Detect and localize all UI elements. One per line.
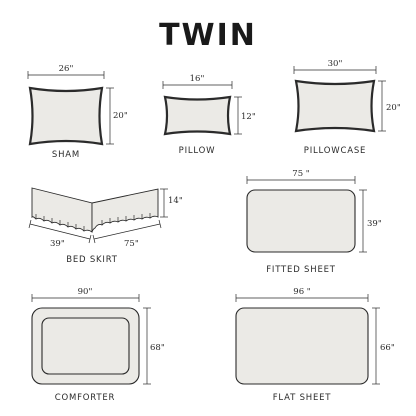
flat-sheet-width: 96 " — [293, 287, 311, 297]
pillowcase-shape — [294, 79, 376, 133]
sham-width: 26" — [59, 64, 74, 74]
comforter-inner-shape — [41, 317, 130, 375]
comforter-height: 68" — [150, 343, 165, 353]
pillowcase-height: 20" — [386, 103, 401, 113]
bed-skirt-width: 39" — [50, 239, 65, 249]
pillow-label: PILLOW — [179, 146, 216, 156]
sham-group: 26" 20" SHAM — [27, 64, 128, 160]
fitted-sheet-group: 75 " 39" FITTED SHEET — [246, 169, 382, 275]
fitted-sheet-height: 39" — [367, 219, 382, 229]
fitted-sheet-width: 75 " — [292, 169, 310, 179]
flat-sheet-shape — [235, 307, 369, 385]
bed-skirt-left-panel — [31, 187, 93, 233]
comforter-width: 90" — [78, 287, 93, 297]
sham-height: 20" — [113, 111, 128, 121]
pillow-height: 12" — [241, 112, 256, 122]
sham-shape — [28, 86, 104, 146]
comforter-label: COMFORTER — [55, 393, 116, 403]
page-title: TWIN — [159, 18, 257, 53]
sham-label: SHAM — [52, 150, 80, 160]
pillow-width: 16" — [190, 74, 205, 84]
flat-sheet-height: 66" — [380, 343, 395, 353]
fitted-sheet-shape — [246, 189, 356, 253]
pillow-group: 16" 12" PILLOW — [162, 74, 256, 156]
bed-skirt-group: 14" 39" 75" BED SKIRT — [28, 187, 183, 265]
comforter-group: 90" 68" COMFORTER — [31, 287, 165, 403]
pillow-shape — [163, 95, 232, 136]
bed-skirt-drop: 14" — [168, 196, 183, 206]
bed-skirt-length: 75" — [124, 239, 139, 249]
pillowcase-group: 30" 20" PILLOWCASE — [293, 59, 401, 156]
fitted-sheet-label: FITTED SHEET — [266, 265, 336, 275]
pillowcase-label: PILLOWCASE — [304, 146, 366, 156]
bed-skirt-label: BED SKIRT — [66, 255, 118, 265]
pillowcase-width: 30" — [328, 59, 343, 69]
flat-sheet-group: 96 " 66" FLAT SHEET — [235, 287, 395, 403]
flat-sheet-label: FLAT SHEET — [273, 393, 332, 403]
bed-skirt-right-panel — [91, 188, 159, 233]
